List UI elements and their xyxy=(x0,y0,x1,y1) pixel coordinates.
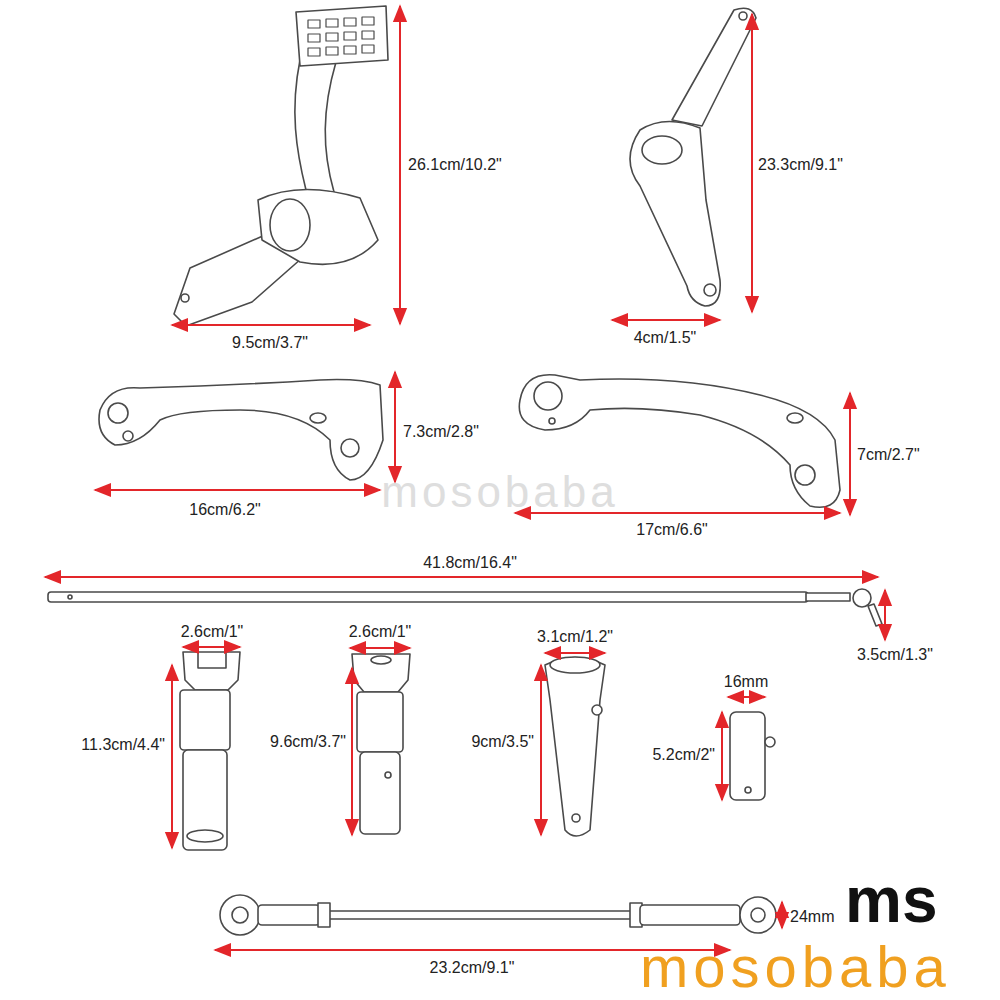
dimension-arrows xyxy=(45,6,885,950)
dimension-label: 16mm xyxy=(724,673,768,691)
dimension-label: 11.3cm/4.4" xyxy=(81,736,165,754)
dimension-label: 5.2cm/2" xyxy=(652,746,715,764)
watermark: mosobaba xyxy=(381,467,618,518)
shift-rod xyxy=(48,589,882,626)
foot-peg-mount xyxy=(180,652,240,850)
brake-pedal xyxy=(174,6,388,326)
dimension-label: 7.3cm/2.8" xyxy=(403,423,479,441)
dimension-label: 16cm/6.2" xyxy=(189,501,261,519)
dimension-label: 41.8cm/16.4" xyxy=(423,554,517,572)
dimension-label: 2.6cm/1" xyxy=(349,623,412,641)
shift-lever xyxy=(630,8,756,306)
dimension-label: 9.6cm/3.7" xyxy=(270,733,346,751)
dimension-label: 4cm/1.5" xyxy=(634,329,697,347)
pivot-bushing xyxy=(730,712,775,800)
dimension-label: 3.1cm/1.2" xyxy=(537,628,613,646)
dimension-label: 9.5cm/3.7" xyxy=(232,334,308,352)
dimension-label: 23.3cm/9.1" xyxy=(758,156,843,174)
dimension-label: 9cm/3.5" xyxy=(471,733,534,751)
dimension-label: 17cm/6.6" xyxy=(636,521,708,539)
dimension-label: 2.6cm/1" xyxy=(181,623,244,641)
dimension-label: 7cm/2.7" xyxy=(857,446,920,464)
dimension-label: 26.1cm/10.2" xyxy=(408,156,502,174)
brand-logo: mosobaba xyxy=(640,938,951,996)
clamp-arm xyxy=(545,657,605,836)
dimension-label: 23.2cm/9.1" xyxy=(430,959,515,977)
dimension-label: 3.5cm/1.3" xyxy=(857,646,933,664)
linkage-rod xyxy=(220,895,776,935)
brand-logo: ms xyxy=(845,868,938,932)
mount-bracket-left xyxy=(99,380,383,480)
foot-peg-mount xyxy=(352,654,410,834)
dimension-label: 24mm xyxy=(790,908,834,926)
